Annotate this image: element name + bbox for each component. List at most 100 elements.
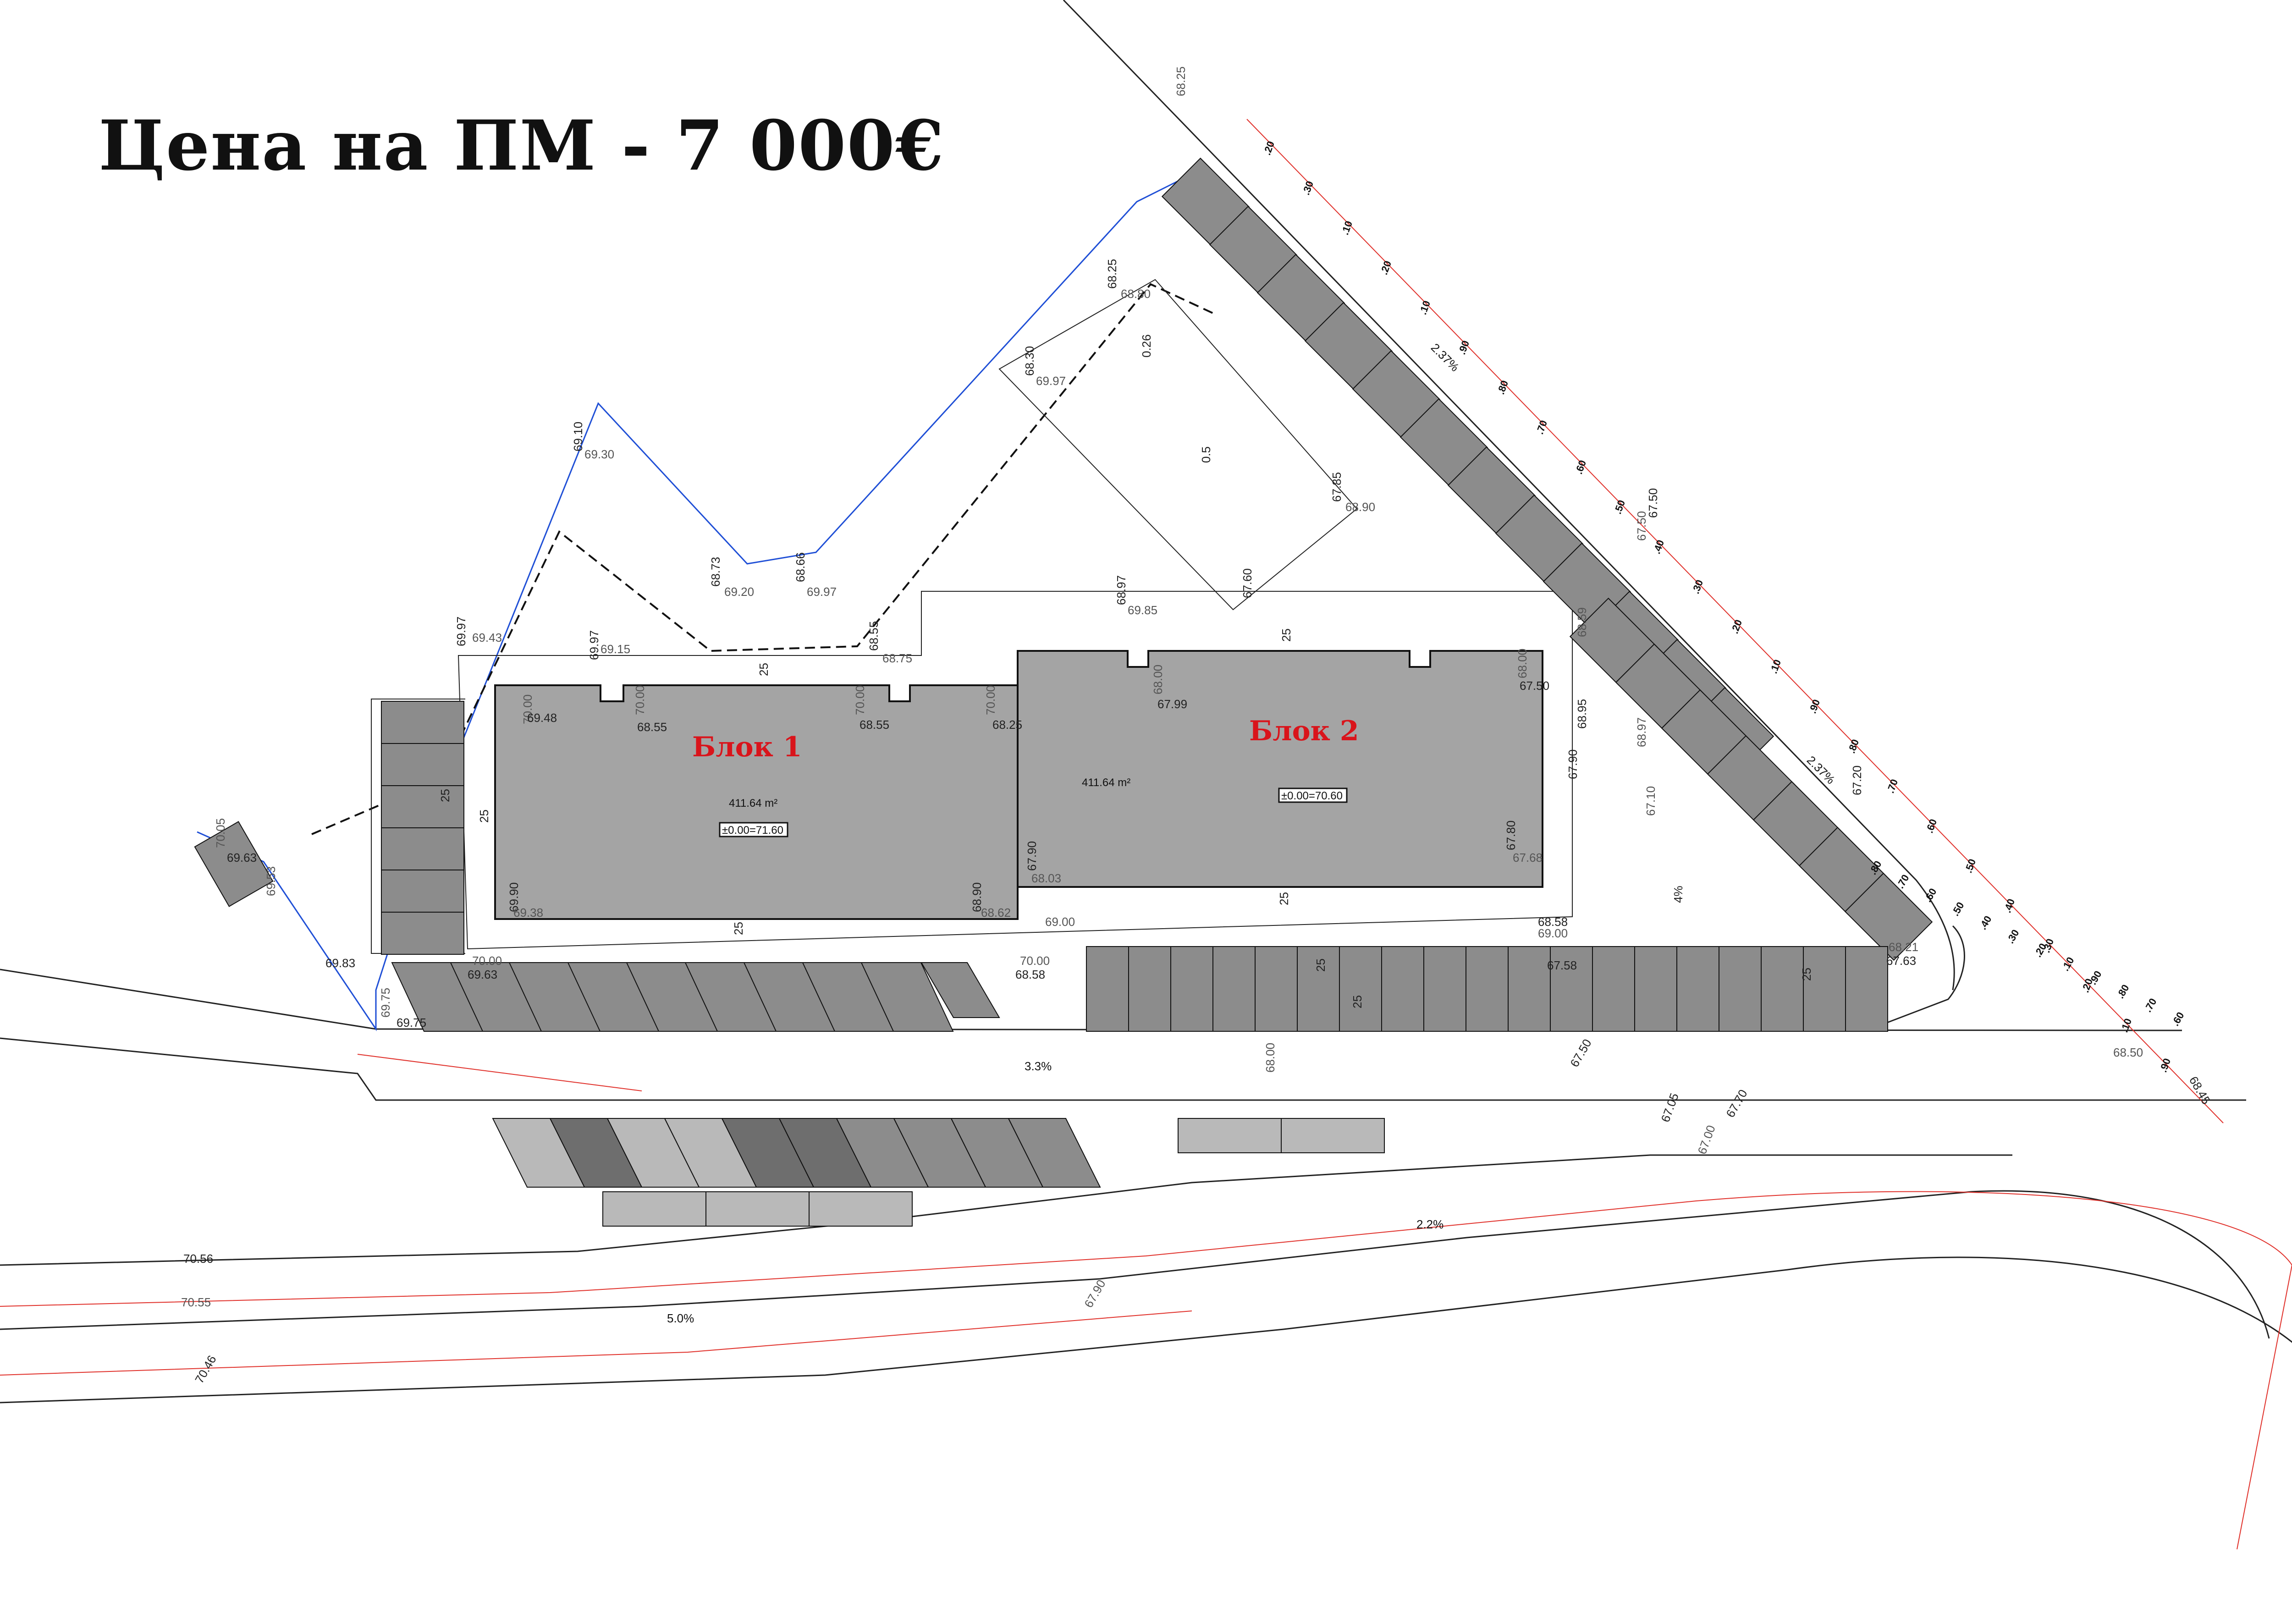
elevation-label: 69.75	[397, 1016, 426, 1029]
elevation-label: 70.00	[633, 685, 647, 715]
construction-line	[311, 283, 1215, 835]
elevation-label: 70.00	[472, 954, 502, 968]
parking-stall	[1128, 946, 1171, 1032]
parking-stall	[1212, 946, 1256, 1032]
elevation-label: 67.90	[1081, 1277, 1108, 1310]
parking-stall	[1761, 946, 1804, 1032]
elevation-label: 67.85	[1330, 472, 1344, 502]
elevation-label: 68.25	[992, 718, 1022, 732]
edge-tick-label: .90	[1807, 698, 1822, 715]
parking-stall	[705, 1191, 810, 1227]
edge-tick-label: .40	[1977, 914, 1994, 932]
parking-stall	[1550, 946, 1593, 1032]
elevation-label: 68.75	[882, 651, 912, 665]
elevation-label: 67.20	[1850, 765, 1864, 795]
small-label: 0.5	[1199, 446, 1213, 463]
small-label: 0.26	[1140, 334, 1153, 358]
elevation-label: 69.97	[587, 630, 601, 660]
elevation-label: 67.50	[1520, 679, 1549, 693]
elevation-label: 68.97	[1635, 717, 1648, 747]
elevation-label: 68.58	[1538, 915, 1568, 929]
edge-tick-label: .50	[1962, 857, 1978, 874]
elevation-label: 70.46	[192, 1353, 219, 1386]
elevation-label: 68.73	[709, 557, 722, 587]
road-line-diag	[1063, 0, 1955, 991]
elevation-label: 67.10	[1644, 786, 1658, 816]
slope-label: 2.2%	[1416, 1217, 1444, 1231]
block-1-area: 411.64 m²	[729, 797, 777, 809]
parking-stall	[381, 912, 464, 955]
small-label: 25	[1800, 968, 1813, 981]
small-label: 4%	[1671, 886, 1685, 903]
elevation-label: 68.25	[1174, 66, 1188, 96]
edge-tick-label: .80	[2115, 983, 2132, 1001]
regulation-line-south	[0, 1191, 2292, 1550]
block-1-level: ±0.00=71.60	[722, 824, 783, 837]
regulation-line-road	[357, 1054, 642, 1091]
road-line-upper-inner	[0, 1037, 2246, 1101]
edge-tick-label: .90	[2157, 1057, 2173, 1073]
elevation-label: 70.05	[214, 818, 227, 848]
elevation-label: 69.10	[571, 422, 585, 451]
elevation-label: 68.80	[1121, 287, 1151, 301]
road-line-lower-1	[0, 1154, 2012, 1266]
elevation-label: 68.59	[1575, 607, 1589, 637]
small-label: 25	[1314, 958, 1328, 972]
regulation-line-low	[0, 1310, 1192, 1376]
elevation-label: 67.58	[1547, 958, 1577, 972]
small-label: 25	[438, 789, 452, 802]
parking-stall	[381, 743, 464, 786]
small-label: 25	[1279, 628, 1293, 642]
annex-outline	[998, 279, 1358, 611]
elevation-label: 69.63	[227, 851, 257, 864]
edge-tick-label: .40	[1651, 538, 1666, 555]
edge-tick-label: .60	[2170, 1010, 2187, 1028]
elevation-label: 67.60	[1240, 568, 1254, 598]
regulation-line-diag	[1246, 119, 2224, 1123]
elevation-label: 67.50	[1635, 511, 1648, 541]
elevation-label: 68.62	[981, 906, 1011, 919]
edge-tick-label: .50	[1612, 498, 1627, 515]
block-1-building	[494, 684, 1019, 920]
elevation-label: 68.90	[970, 882, 984, 912]
parking-stall	[920, 962, 1000, 1018]
parking-stall	[1466, 946, 1509, 1032]
regulation-lines	[0, 119, 2292, 1550]
edge-tick-label: .60	[1923, 817, 1939, 834]
elevation-label: 69.97	[1036, 374, 1066, 388]
elevation-label: 67.80	[1504, 820, 1518, 850]
small-label: 25	[732, 922, 745, 935]
page-title: Цена на ПМ - 7 000€	[99, 105, 945, 186]
elevation-label: 69.85	[1128, 603, 1157, 617]
edge-tick-label: .10	[1417, 299, 1432, 316]
slope-label: 2.37%	[1428, 341, 1462, 374]
elevation-label: 67.68	[1513, 851, 1543, 864]
elevation-label: 68.90	[1345, 500, 1375, 514]
elevation-label: 67.50	[1646, 488, 1660, 518]
parking-stall	[1719, 946, 1762, 1032]
elevation-label: 68.50	[2113, 1046, 2143, 1059]
elevation-label: 68.00	[1263, 1043, 1277, 1073]
elevation-label: 69.63	[468, 968, 497, 981]
elevation-label: 69.75	[379, 988, 392, 1018]
elevation-label: 69.97	[807, 585, 837, 599]
road-line-lower-3	[0, 1256, 2292, 1404]
elevation-label: 68.25	[1105, 259, 1119, 289]
elevation-label: 70.00	[984, 685, 997, 715]
parking-stall	[1008, 1118, 1101, 1188]
elevation-label: 68.00	[1515, 649, 1529, 678]
edge-tick-label: .50	[1950, 900, 1967, 918]
road-line-lower-2	[0, 1190, 2270, 1339]
edge-tick-label: .10	[2118, 1017, 2134, 1034]
edge-tick-label: .20	[1261, 139, 1277, 156]
edge-tick-label: .60	[1922, 886, 1939, 904]
elevation-label: 68.55	[867, 621, 881, 651]
edge-tick-label: .30	[1300, 179, 1316, 196]
edge-tick-label: .70	[1884, 777, 1900, 794]
elevation-label: 69.97	[454, 617, 468, 646]
elevation-label: 68.03	[1031, 871, 1061, 885]
block-1-label: Блок 1	[692, 731, 802, 763]
elevation-label: 70.56	[183, 1252, 213, 1266]
parking-stall	[809, 1191, 913, 1227]
